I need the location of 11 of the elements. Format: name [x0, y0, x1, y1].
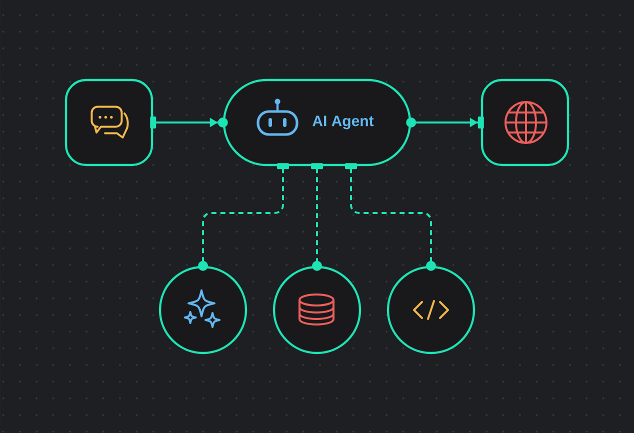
- rounded-box: [64, 78, 154, 166]
- circle-node: [386, 266, 476, 354]
- circle-node: [272, 266, 362, 354]
- rounded-box: [480, 78, 570, 166]
- connector: [198, 163, 289, 271]
- connector: [406, 116, 484, 128]
- connector: [311, 163, 323, 271]
- connector: [150, 116, 228, 128]
- circle-node: [158, 266, 248, 354]
- connector: [345, 163, 436, 271]
- pill-node: AI Agent: [222, 78, 412, 166]
